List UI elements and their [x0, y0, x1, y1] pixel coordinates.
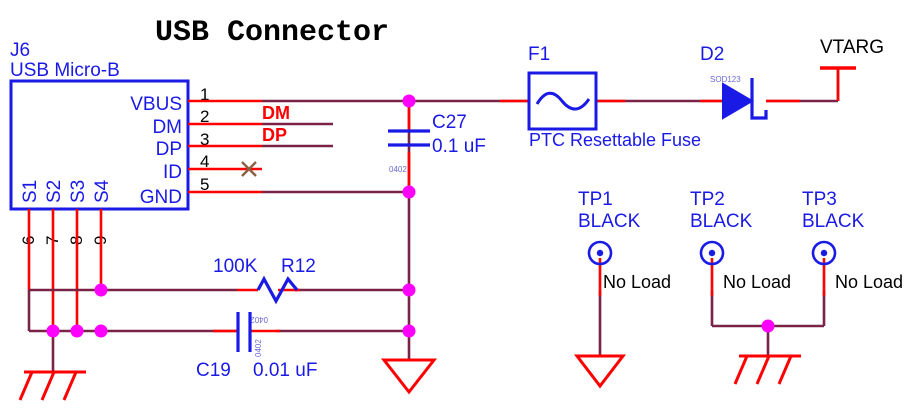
pin-label-dp: DP	[156, 139, 182, 160]
vtarg-label: VTARG	[820, 37, 884, 58]
c27-designator: C27	[432, 112, 467, 133]
pin-number-3: 3	[200, 130, 209, 149]
chassis-ground-symbol-tp	[733, 354, 801, 385]
connector-part-name: USB Micro-B	[10, 60, 120, 81]
pin-label-vbus: VBUS	[130, 94, 182, 115]
triangle-ground-symbol-tp1	[573, 354, 627, 389]
component-pin-wires	[213, 68, 840, 333]
pin-number-1: 1	[200, 85, 209, 104]
tp1-dot-icon	[596, 249, 604, 257]
chassis-ground-symbol-left	[18, 370, 86, 401]
junction-dots	[46, 94, 775, 338]
test-point-tp3[interactable]: TP3 BLACK No Load	[802, 189, 903, 292]
c19-designator: C19	[196, 360, 231, 381]
tp3-note: No Load	[835, 272, 903, 292]
triangle-ground-symbol-bus	[380, 358, 438, 395]
junction-shield8-lower	[70, 324, 84, 338]
pin-label-s2: S2	[44, 180, 65, 203]
diode-d2[interactable]: D2 SOD123	[700, 44, 768, 120]
test-point-tp2[interactable]: TP2 BLACK No Load	[690, 189, 791, 292]
r12-value: 100K	[213, 256, 258, 277]
c19-value: 0.01 uF	[253, 360, 317, 381]
f1-designator: F1	[528, 44, 550, 65]
tp2-note: No Load	[723, 272, 791, 292]
pin-label-s1: S1	[20, 180, 41, 203]
pin-label-s4: S4	[92, 179, 113, 203]
capacitor-plates	[236, 312, 252, 352]
pin-label-s3: S3	[68, 180, 89, 203]
c27-value: 0.1 uF	[432, 136, 486, 157]
r12-designator: R12	[281, 256, 316, 277]
junction-shield7-lower	[46, 324, 60, 338]
connector-designator: J6	[10, 40, 30, 61]
tp1-designator: TP1	[578, 189, 613, 210]
resistor-zigzag	[256, 275, 299, 305]
tp3-designator: TP3	[802, 189, 837, 210]
pin-number-2: 2	[200, 107, 209, 126]
pin-number-4: 4	[200, 152, 209, 171]
test-point-tp1[interactable]: TP1 BLACK No Load	[578, 189, 671, 292]
resistor-r12[interactable]: 100K R12 0402	[213, 256, 316, 324]
tp3-dot-icon	[820, 249, 828, 257]
r12-package: 0402	[250, 315, 268, 324]
fuse-wave-icon	[535, 91, 591, 111]
connector-j6[interactable]: J6 USB Micro-B VBUS DM DP ID GND S1 S2 S…	[9, 40, 209, 245]
capacitor-c19[interactable]: C19 0.01 uF 0402	[196, 312, 317, 381]
junction-vbus-c27	[402, 94, 416, 108]
capacitor-c27[interactable]: C27 0.1 uF 0402	[388, 112, 486, 174]
tp2-ring-icon	[699, 240, 725, 266]
power-port-vtarg[interactable]: VTARG	[820, 37, 884, 70]
diode-triangle	[722, 82, 754, 120]
tp3-ring-icon	[811, 240, 837, 266]
tp2-dot-icon	[708, 249, 716, 257]
sheet-title: USB Connector	[155, 16, 389, 50]
c19-package: 0402	[254, 339, 263, 357]
junction-shield9-upper	[94, 283, 108, 297]
tp2-designator: TP2	[690, 189, 725, 210]
net-label-dp: DP	[262, 125, 287, 145]
f1-description: PTC Resettable Fuse	[529, 130, 701, 150]
tp3-color: BLACK	[802, 211, 865, 232]
d2-package: SOD123	[710, 75, 741, 84]
junction-tp-tie	[761, 319, 775, 333]
fuse-f1[interactable]: F1 PTC Resettable Fuse	[527, 44, 701, 150]
ground-triangle	[573, 354, 627, 389]
net-label-dm: DM	[262, 103, 290, 123]
pin-label-dm: DM	[152, 117, 182, 138]
no-connect-icon	[241, 161, 257, 177]
fuse-body	[527, 71, 598, 131]
ground-triangle	[380, 358, 438, 395]
diode-cathode-bar	[750, 78, 768, 120]
capacitor-plates	[388, 129, 430, 147]
pin-stub-wires	[27, 99, 262, 331]
tp2-color: BLACK	[690, 211, 753, 232]
junction-shield9-lower	[94, 324, 108, 338]
junction-r12-bus	[402, 283, 416, 297]
d2-designator: D2	[700, 44, 724, 65]
tp1-color: BLACK	[578, 211, 641, 232]
tp1-ring-icon	[587, 240, 613, 266]
c27-package: 0402	[389, 165, 407, 174]
pin-label-gnd: GND	[140, 187, 182, 208]
pin-label-id: ID	[163, 162, 182, 183]
junction-gnd-c27	[402, 185, 416, 199]
junction-c19-bus	[402, 324, 416, 338]
tp1-note: No Load	[603, 272, 671, 292]
pin-number-5: 5	[200, 175, 209, 194]
